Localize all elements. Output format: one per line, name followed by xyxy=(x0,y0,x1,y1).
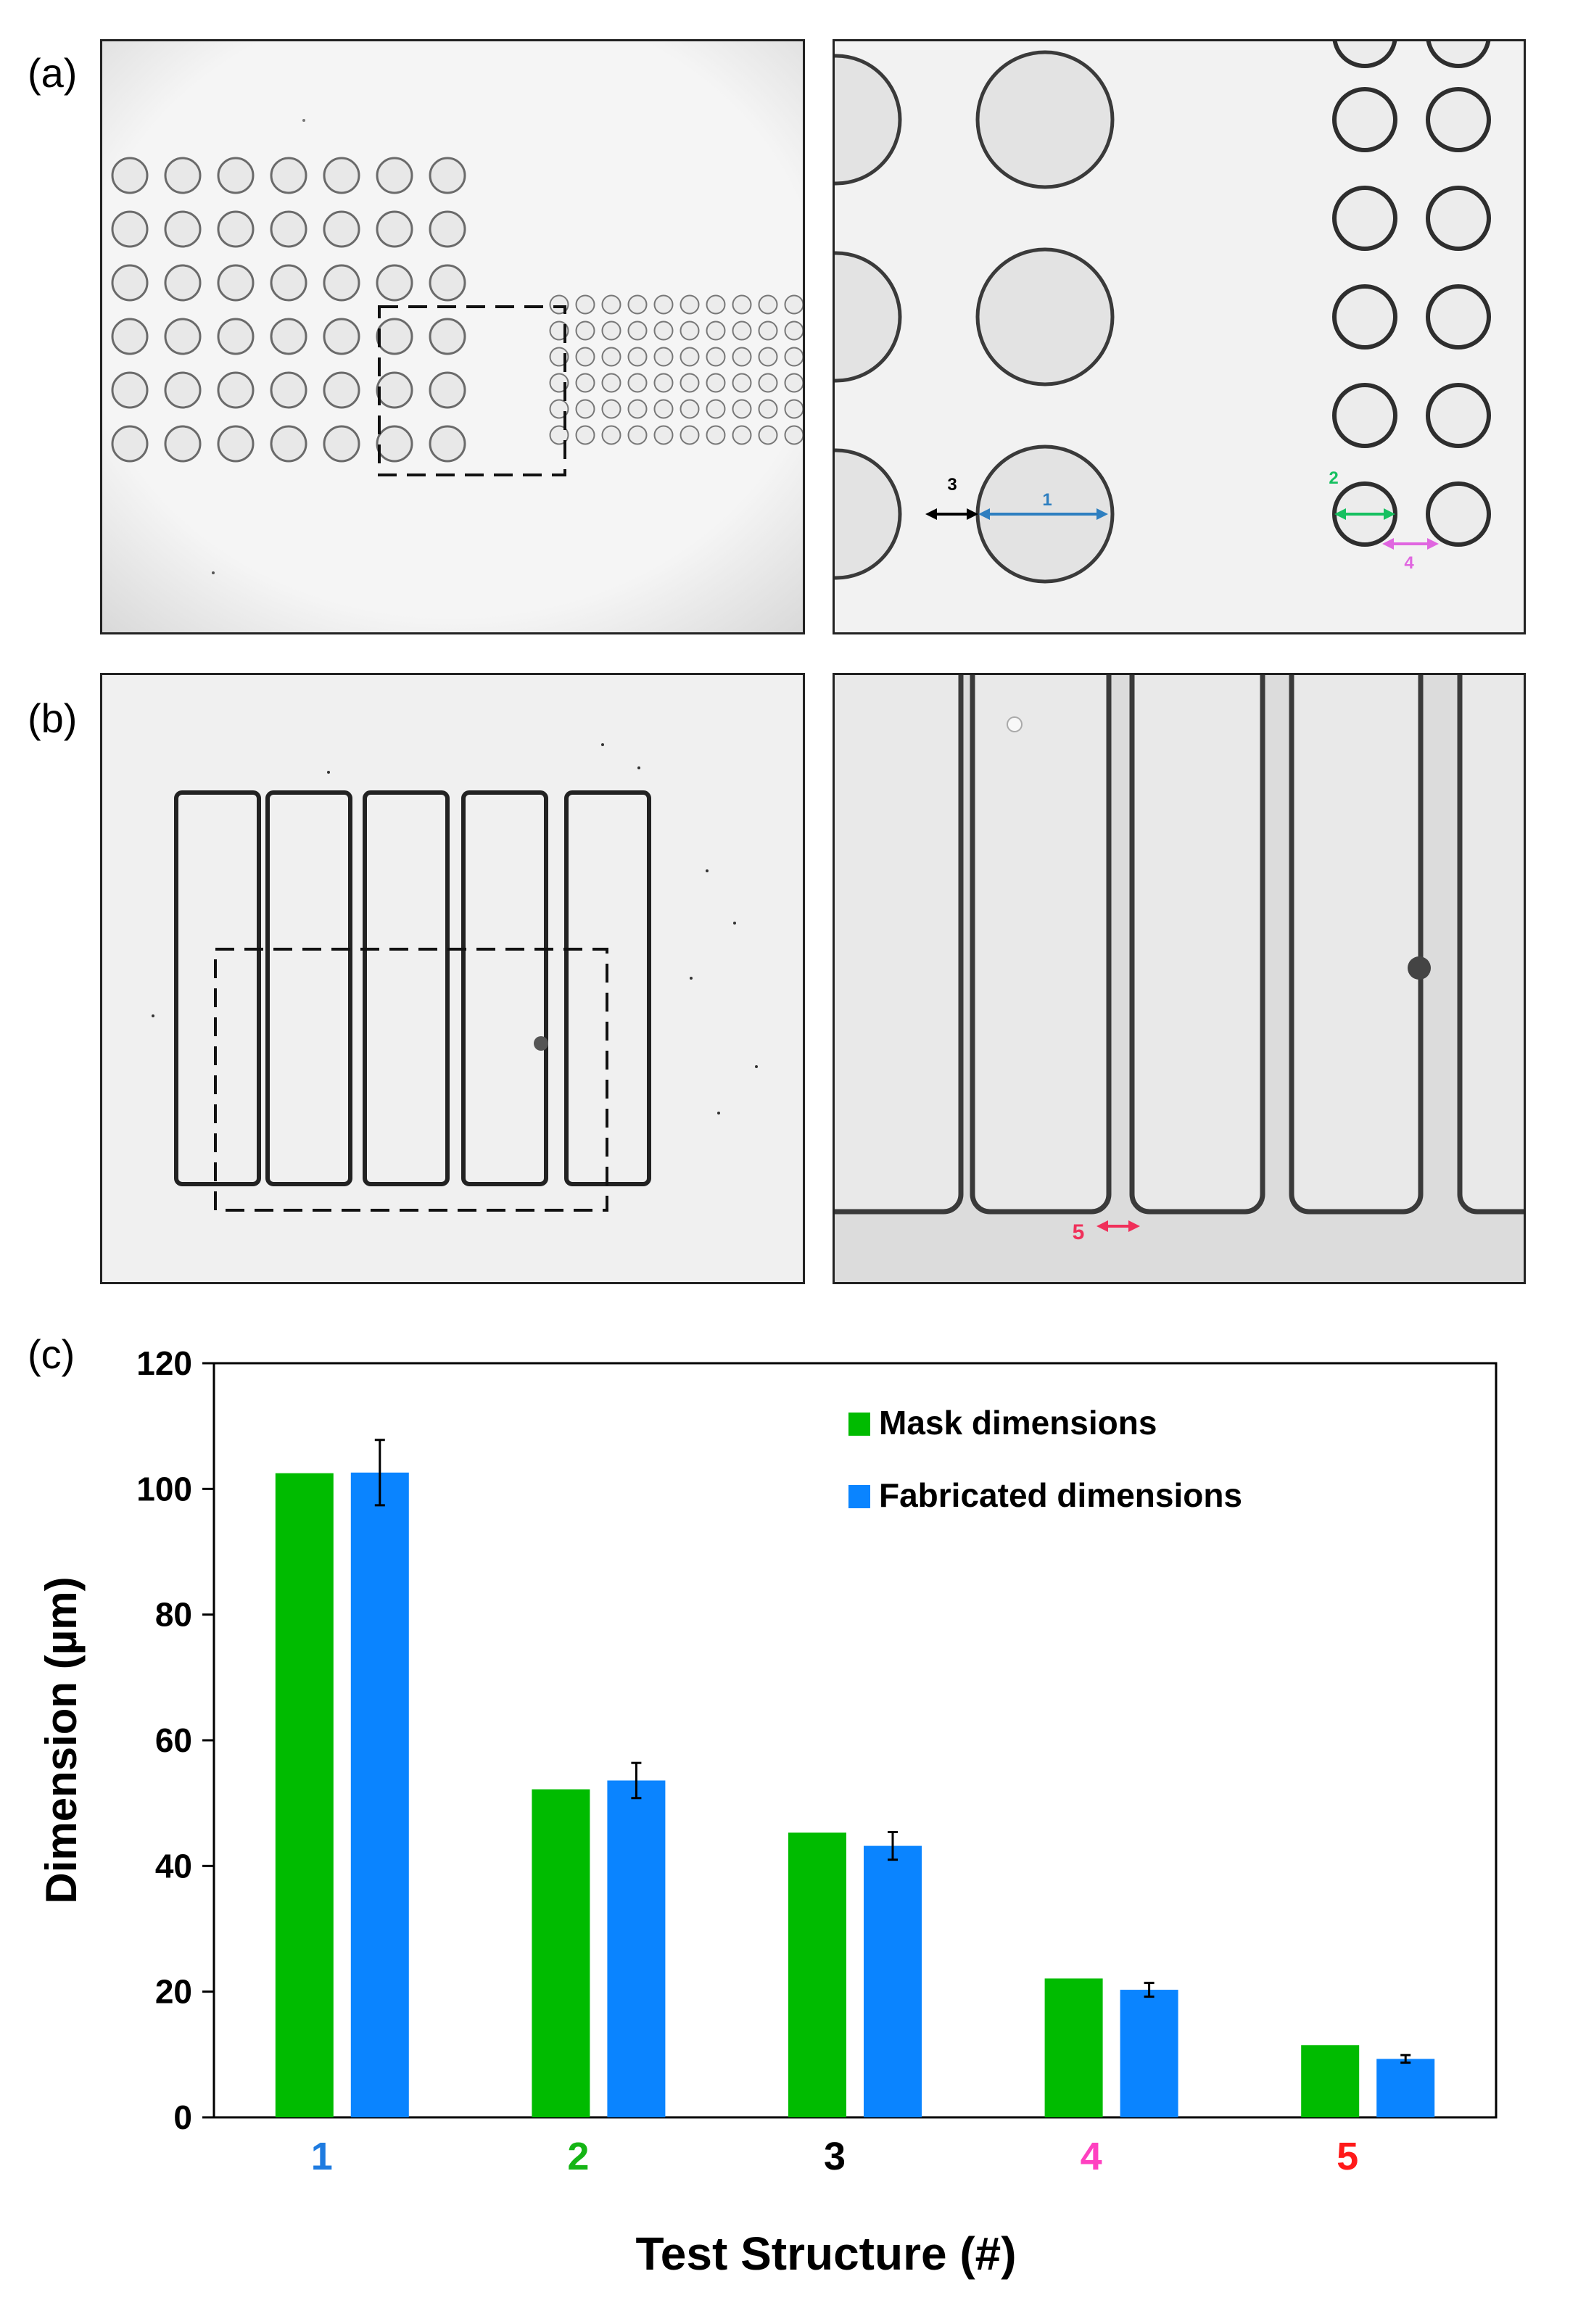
bar-mask-2 xyxy=(532,1789,590,2117)
legend-swatch-0 xyxy=(848,1413,870,1436)
y-tick-label: 120 xyxy=(136,1344,192,1382)
y-tick-label: 80 xyxy=(155,1596,192,1634)
marker-label-1: 1 xyxy=(1042,490,1052,510)
bar-fabricated-1 xyxy=(350,1472,409,2117)
x-category-label-1: 1 xyxy=(311,2135,333,2178)
bar-chart: 0 20 40 60 80 100 120 1 2 3 4 5 Dimension (µm) Tes… xyxy=(0,1305,1586,2320)
bar-fabricated-3 xyxy=(864,1845,922,2117)
y-tick-label: 20 xyxy=(155,1973,192,2011)
marker-label-5: 5 xyxy=(1073,1220,1085,1244)
bar-mask-3 xyxy=(788,1832,846,2117)
y-tick-label: 100 xyxy=(136,1470,192,1508)
legend-label-1: Fabricated dimensions xyxy=(879,1476,1242,1514)
bar-mask-4 xyxy=(1044,1978,1103,2117)
bar-chart-svg: 0 20 40 60 80 100 120 1 2 3 4 5 Dimension (µm) Tes… xyxy=(37,1344,1498,2280)
marker-label-3: 3 xyxy=(947,475,957,495)
micrograph-a-overview-image xyxy=(102,41,803,632)
x-category-label-5: 5 xyxy=(1337,2135,1358,2178)
micrograph-a-overview xyxy=(100,39,805,634)
zoom-region-box xyxy=(378,305,566,476)
bar-fabricated-5 xyxy=(1376,2059,1435,2117)
micrograph-b-zoom: 5 xyxy=(833,673,1526,1284)
x-axis-label: Test Structure (#) xyxy=(635,2228,1016,2280)
bar-mask-1 xyxy=(275,1473,334,2117)
x-category-label-3: 3 xyxy=(824,2135,846,2178)
micrograph-b-zoom-image: 5 xyxy=(835,675,1524,1282)
y-tick-label: 40 xyxy=(155,1847,192,1885)
panel-label-c: (c) xyxy=(28,1331,75,1377)
bar-mask-5 xyxy=(1301,2045,1360,2117)
marker-label-2: 2 xyxy=(1329,468,1338,488)
legend-label-0: Mask dimensions xyxy=(879,1404,1157,1442)
zoom-region-box xyxy=(214,948,608,1212)
panel-label-b: (b) xyxy=(28,695,78,741)
x-category-label-4: 4 xyxy=(1081,2135,1102,2178)
panel-label-a: (a) xyxy=(28,50,78,96)
marker-label-4: 4 xyxy=(1404,553,1414,573)
legend-swatch-1 xyxy=(848,1485,870,1508)
y-axis-label: Dimension (µm) xyxy=(37,1576,86,1903)
dimension-arrow-5 xyxy=(1128,1220,1140,1232)
micrograph-a-zoom: 1 2 3 4 xyxy=(833,39,1526,634)
y-tick-label: 60 xyxy=(155,1721,192,1759)
x-category-label-2: 2 xyxy=(567,2135,589,2178)
micrograph-b-overview-image xyxy=(102,675,803,1282)
micrograph-a-zoom-image: 1 2 3 4 xyxy=(835,41,1524,632)
bar-fabricated-4 xyxy=(1120,1990,1178,2117)
y-tick-label: 0 xyxy=(173,2098,192,2136)
bar-fabricated-2 xyxy=(607,1780,666,2117)
micrograph-b-overview xyxy=(100,673,805,1284)
